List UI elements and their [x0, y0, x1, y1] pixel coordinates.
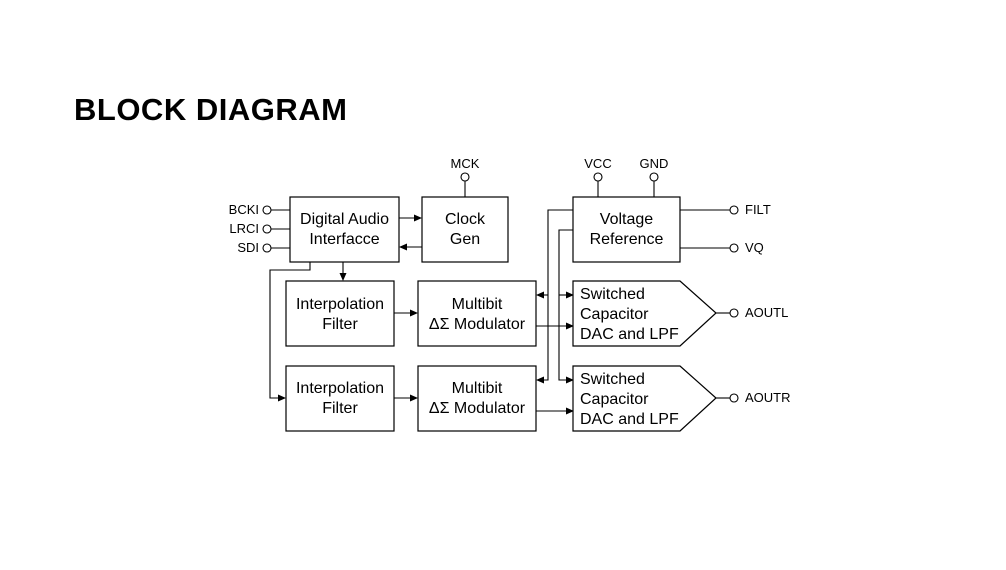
- block-clock-gen: Clock Gen: [421, 196, 509, 263]
- mod1-label-line2: ΔΣ Modulator: [429, 316, 526, 333]
- pin-aoutr-terminal: [729, 393, 739, 403]
- block-dac-lpf-1: Switched Capacitor DAC and LPF: [572, 280, 717, 347]
- vref-label-line1: Voltage: [600, 211, 653, 228]
- pin-lrci-label: LRCI: [229, 221, 259, 236]
- pin-vq-terminal: [729, 243, 739, 253]
- pin-sdi-terminal: [262, 243, 272, 253]
- clock-label-line1: Clock: [445, 211, 486, 228]
- arrow-mod1-to-dac1: [566, 322, 574, 330]
- arrow-to-interp2: [278, 394, 286, 402]
- dai-label-line2: Interfacce: [309, 231, 379, 248]
- pin-mck-terminal: [460, 172, 470, 182]
- clock-label-line2: Gen: [450, 231, 480, 248]
- arrow-vref-to-dac2: [566, 376, 574, 384]
- pin-labels: BCKI LRCI SDI MCK VCC GND FILT VQ AOUTL …: [229, 156, 791, 405]
- arrow-to-dai: [399, 243, 407, 251]
- arrow-to-mod1: [410, 309, 418, 317]
- interp2-label-line1: Interpolation: [296, 380, 384, 397]
- pin-mck-label: MCK: [451, 156, 480, 171]
- block-modulator-2: Multibit ΔΣ Modulator: [417, 365, 537, 432]
- arrow-mod2-to-dac2: [566, 407, 574, 415]
- interp1-label-line1: Interpolation: [296, 296, 384, 313]
- pin-gnd-label: GND: [640, 156, 669, 171]
- dai-label-line1: Digital Audio: [300, 211, 389, 228]
- pin-vcc-label: VCC: [584, 156, 611, 171]
- dac1-label-line2: Capacitor: [580, 306, 649, 323]
- arrow-to-clock: [414, 214, 422, 222]
- dac2-label-line3: DAC and LPF: [580, 411, 679, 428]
- page-title: BLOCK DIAGRAM: [74, 92, 348, 127]
- arrow-vref-to-dac1: [566, 291, 574, 299]
- block-voltage-reference: Voltage Reference: [572, 196, 681, 263]
- arrowheads: [278, 214, 574, 415]
- pin-bcki-label: BCKI: [229, 202, 259, 217]
- arrow-vref-to-mod1: [536, 291, 544, 299]
- interp1-label-line2: Filter: [322, 316, 358, 333]
- block-modulator-1: Multibit ΔΣ Modulator: [417, 280, 537, 347]
- pin-vcc-terminal: [593, 172, 603, 182]
- pin-filt-terminal: [729, 205, 739, 215]
- mod2-label-line1: Multibit: [452, 380, 503, 397]
- wire-vref-to-dac: [558, 229, 573, 381]
- mod1-label-line1: Multibit: [452, 296, 503, 313]
- pin-aoutl-terminal: [729, 308, 739, 318]
- pin-bcki-terminal: [262, 205, 272, 215]
- block-digital-audio-interface: Digital Audio Interfacce: [289, 196, 400, 263]
- pin-aoutl-label: AOUTL: [745, 305, 788, 320]
- dac2-label-line2: Capacitor: [580, 391, 649, 408]
- block-dac-lpf-2: Switched Capacitor DAC and LPF: [572, 365, 717, 432]
- arrow-to-mod2: [410, 394, 418, 402]
- interp2-label-line2: Filter: [322, 400, 358, 417]
- arrow-to-interp1: [339, 273, 347, 281]
- block-interpolation-filter-2: Interpolation Filter: [285, 365, 395, 432]
- mod2-label-line2: ΔΣ Modulator: [429, 400, 526, 417]
- wire-dai-to-interp2: [269, 262, 311, 399]
- pin-aoutr-label: AOUTR: [745, 390, 791, 405]
- pin-filt-label: FILT: [745, 202, 771, 217]
- arrow-vref-to-mod2: [536, 376, 544, 384]
- block-interpolation-filter-1: Interpolation Filter: [285, 280, 395, 347]
- vref-label-line2: Reference: [590, 231, 664, 248]
- pin-terminals: [262, 172, 739, 403]
- pin-gnd-terminal: [649, 172, 659, 182]
- pin-vq-label: VQ: [745, 240, 764, 255]
- dac2-label-line1: Switched: [580, 371, 645, 388]
- pin-lrci-terminal: [262, 224, 272, 234]
- dac1-label-line1: Switched: [580, 286, 645, 303]
- wires: [269, 181, 730, 412]
- dac1-label-line3: DAC and LPF: [580, 326, 679, 343]
- pin-sdi-label: SDI: [237, 240, 259, 255]
